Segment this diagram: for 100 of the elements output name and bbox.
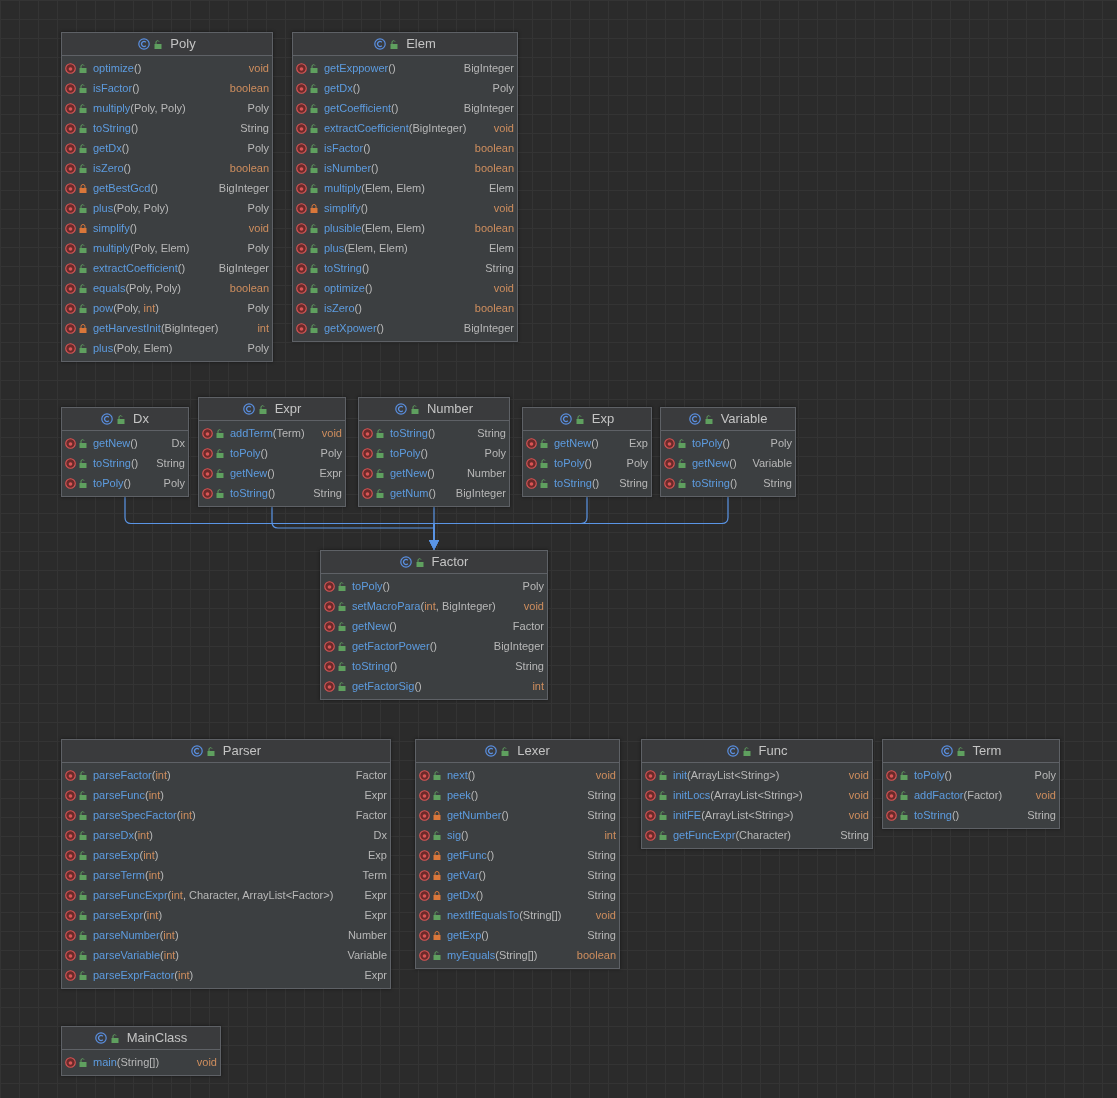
return-type: Poly — [1034, 767, 1056, 783]
return-type: String — [840, 827, 869, 843]
return-type: boolean — [229, 280, 269, 296]
return-type: Exp — [368, 847, 387, 863]
class-box — [358, 397, 510, 507]
class-box — [61, 407, 189, 497]
return-type: void — [595, 907, 616, 923]
return-type: String — [587, 847, 616, 863]
return-type: BigInteger — [218, 180, 269, 196]
method-signature: toString() — [93, 120, 139, 136]
class-box — [61, 1026, 221, 1076]
method-signature: toString() — [692, 475, 738, 491]
method-signature: simplify() — [324, 200, 368, 216]
return-type: void — [493, 200, 514, 216]
method-signature: toString() — [554, 475, 600, 491]
return-type: Variable — [347, 947, 387, 963]
method-signature: multiply(Poly, Elem) — [93, 240, 190, 256]
method-signature: parseFunc(int) — [93, 787, 164, 803]
class-box — [61, 739, 391, 989]
class-name: Term — [972, 742, 1002, 761]
return-type: String — [587, 807, 616, 823]
class-box — [641, 739, 873, 849]
class-box — [882, 739, 1060, 829]
return-type: boolean — [229, 160, 269, 176]
method-signature: getFactorPower() — [352, 638, 437, 654]
return-type: String — [587, 787, 616, 803]
method-signature: toString() — [352, 658, 398, 674]
method-signature: sig() — [447, 827, 469, 843]
return-type: Factor — [355, 807, 387, 823]
method-signature: initLocs(ArrayList<String>) — [673, 787, 803, 803]
return-type: String — [515, 658, 544, 674]
method-signature: pow(Poly, int) — [93, 300, 159, 316]
return-type: boolean — [229, 80, 269, 96]
method-signature: getExp() — [447, 927, 489, 943]
method-signature: toString() — [230, 485, 276, 501]
return-type: BigInteger — [463, 320, 514, 336]
method-signature: parseExprFactor(int) — [93, 967, 194, 983]
method-signature: isZero() — [93, 160, 131, 176]
return-type: Poly — [247, 200, 269, 216]
return-type: Dx — [373, 827, 387, 843]
method-signature: initFE(ArrayList<String>) — [673, 807, 794, 823]
return-type: void — [848, 787, 869, 803]
return-type: Term — [362, 867, 387, 883]
method-signature: getVar() — [447, 867, 486, 883]
return-type: BigInteger — [463, 60, 514, 76]
method-signature: addFactor(Factor) — [914, 787, 1003, 803]
method-signature: isFactor() — [93, 80, 140, 96]
method-signature: parseSpecFactor(int) — [93, 807, 196, 823]
return-type: Poly — [247, 100, 269, 116]
class-name: Dx — [133, 410, 149, 429]
return-type: Number — [466, 465, 506, 481]
method-signature: getNew() — [352, 618, 397, 634]
method-signature: main(String[]) — [93, 1054, 160, 1070]
method-signature: toPoly() — [554, 455, 592, 471]
method-signature: getNum() — [390, 485, 436, 501]
method-signature: getCoefficient() — [324, 100, 399, 116]
method-signature: getDx() — [324, 80, 361, 96]
return-type: BigInteger — [493, 638, 544, 654]
method-signature: next() — [447, 767, 476, 783]
return-type: Factor — [512, 618, 544, 634]
return-type: String — [619, 475, 648, 491]
return-type: String — [587, 867, 616, 883]
method-signature: getNew() — [230, 465, 275, 481]
return-type: Poly — [247, 240, 269, 256]
return-type: void — [248, 220, 269, 236]
method-signature: isFactor() — [324, 140, 371, 156]
inheritance-arrow — [429, 496, 729, 551]
return-type: Expr — [364, 907, 387, 923]
return-type: String — [763, 475, 792, 491]
method-signature: plus(Poly, Poly) — [93, 200, 169, 216]
return-type: boolean — [576, 947, 616, 963]
method-signature: getNew() — [554, 435, 599, 451]
method-signature: init(ArrayList<String>) — [673, 767, 780, 783]
return-type: void — [848, 807, 869, 823]
method-signature: parseFuncExpr(int, Character, ArrayList<Factor>) — [93, 887, 334, 903]
class-name: Variable — [720, 410, 768, 429]
method-signature: getNew() — [390, 465, 435, 481]
method-signature: toString() — [93, 455, 139, 471]
class-box — [660, 407, 796, 497]
return-type: Poly — [484, 445, 506, 461]
return-type: void — [523, 598, 544, 614]
method-signature: nextIfEqualsTo(String[]) — [447, 907, 562, 923]
method-signature: toString() — [390, 425, 436, 441]
method-signature: parseTerm(int) — [93, 867, 164, 883]
return-type: Variable — [752, 455, 792, 471]
return-type: Expr — [364, 787, 387, 803]
class-box — [61, 32, 273, 362]
return-type: void — [1035, 787, 1056, 803]
method-signature: optimize() — [324, 280, 373, 296]
return-type: Poly — [163, 475, 185, 491]
return-type: int — [532, 678, 544, 694]
method-signature: multiply(Elem, Elem) — [324, 180, 425, 196]
class-box — [198, 397, 346, 507]
method-signature: extractCoefficient(BigInteger) — [324, 120, 467, 136]
class-name: Parser — [222, 742, 262, 761]
method-signature: parseExpr(int) — [93, 907, 163, 923]
return-type: void — [248, 60, 269, 76]
return-type: BigInteger — [218, 260, 269, 276]
method-signature: toPoly() — [692, 435, 730, 451]
method-signature: toString() — [324, 260, 370, 276]
